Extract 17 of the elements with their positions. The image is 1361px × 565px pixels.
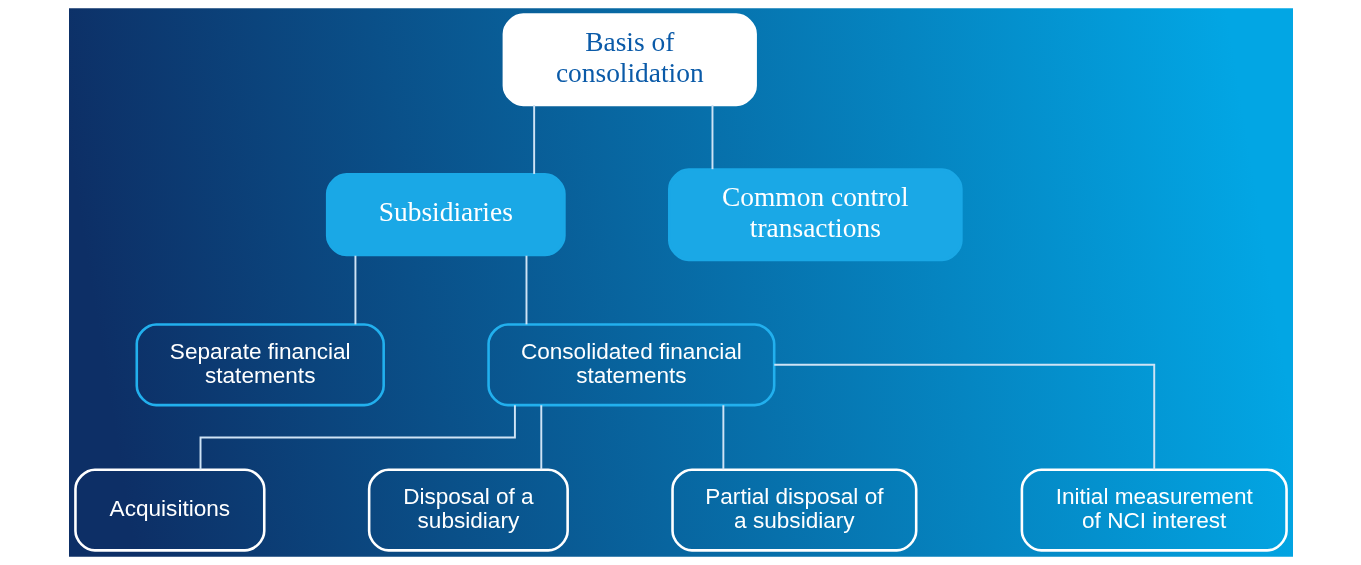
connector: [772, 363, 1155, 471]
node-box: Disposal of a subsidiary: [367, 468, 569, 552]
node-box: Subsidiaries: [325, 173, 566, 257]
connector: [721, 404, 724, 471]
node-box: Consolidated financial statements: [486, 323, 775, 407]
connector: [532, 104, 535, 175]
node-box: Separate financial statements: [135, 323, 385, 407]
connector: [199, 404, 516, 471]
node-box: Basis of consolidation: [502, 13, 757, 107]
connector: [711, 104, 713, 171]
connector: [525, 254, 527, 326]
connector: [539, 404, 542, 471]
connector: [353, 254, 356, 326]
node-box: Partial disposal of a subsidiary: [670, 468, 917, 552]
node-box: Initial measurement of NCI interest: [1020, 468, 1288, 552]
node-box: Common control transactions: [667, 168, 963, 262]
node-box: Acquisitions: [73, 468, 266, 552]
